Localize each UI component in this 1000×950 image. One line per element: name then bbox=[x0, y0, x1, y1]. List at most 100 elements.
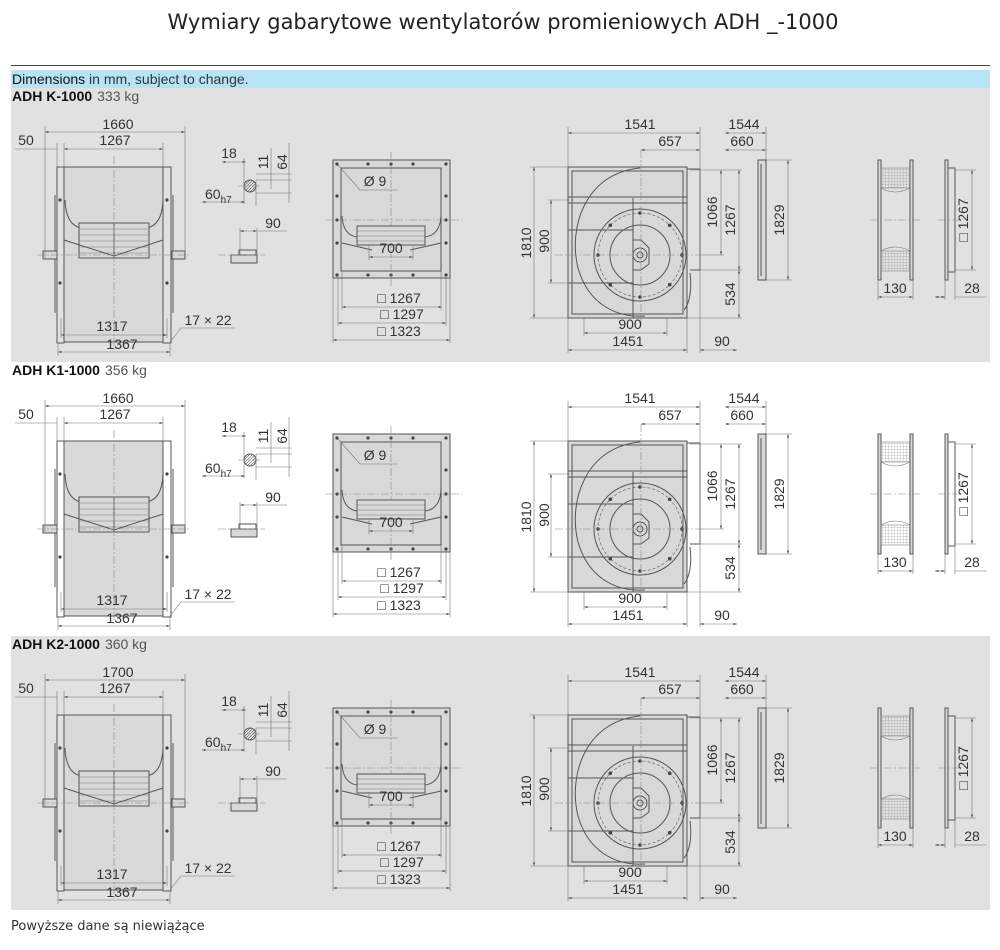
dimension-label: 11 bbox=[255, 429, 271, 444]
bolt-hole bbox=[366, 710, 370, 714]
key bbox=[238, 797, 257, 804]
dimension-label: 1267 bbox=[99, 132, 130, 148]
bolt-hole bbox=[165, 746, 169, 750]
dimension-label: 90 bbox=[265, 489, 281, 505]
outlet-plate bbox=[757, 433, 767, 555]
housing-inner bbox=[571, 718, 684, 863]
notice-rest: in mm, subject to change. bbox=[85, 71, 249, 87]
line bbox=[409, 242, 442, 251]
dimension-label: 50 bbox=[18, 680, 34, 696]
guard-mesh bbox=[880, 715, 911, 737]
bolt-hole bbox=[444, 742, 448, 746]
dimension-label: 1367 bbox=[106, 610, 137, 626]
bolt-hole bbox=[667, 556, 672, 561]
inlet-curve bbox=[341, 763, 442, 786]
dimension-label: 90 bbox=[265, 763, 281, 779]
housing-outer bbox=[567, 166, 688, 319]
dimension-label: 660 bbox=[730, 133, 754, 149]
dimension-label: □ 1267 bbox=[377, 838, 421, 854]
inlet-cone-view: 130 bbox=[870, 159, 920, 300]
dimension-label: 534 bbox=[722, 282, 738, 306]
dimension-label: 1700 bbox=[102, 664, 133, 680]
bolt-hole bbox=[444, 710, 448, 714]
dimension-label: 1317 bbox=[96, 866, 127, 882]
dimension-label: 1267 bbox=[722, 204, 738, 235]
inlet-curve bbox=[341, 215, 442, 238]
dimension-label: 64 bbox=[274, 428, 290, 444]
guard-mesh bbox=[880, 524, 911, 546]
bolt-hole bbox=[335, 710, 339, 714]
dimension-label: 900 bbox=[618, 316, 642, 332]
bolt-hole bbox=[411, 273, 415, 277]
notice-bold: Dimensions bbox=[12, 71, 86, 87]
bolt-hole bbox=[335, 194, 339, 198]
line bbox=[409, 790, 442, 799]
shaft-tolerance: h7 bbox=[221, 743, 233, 754]
bolt-hole bbox=[411, 436, 415, 440]
shaft-tolerance: h7 bbox=[221, 195, 233, 206]
cone-contour bbox=[880, 187, 911, 252]
bolt-hole bbox=[444, 468, 448, 472]
dimension-label: Ø 9 bbox=[364, 447, 387, 463]
dimension-label: 1267 bbox=[722, 752, 738, 783]
dimension-label: 90 bbox=[714, 333, 730, 349]
dimension-label: 1810 bbox=[518, 227, 534, 258]
dimensions-notice: Dimensions in mm, subject to change. bbox=[11, 70, 990, 88]
bolt-hole bbox=[366, 436, 370, 440]
inlet-curve bbox=[341, 489, 442, 512]
bolt-hole bbox=[165, 555, 169, 559]
dimension-label: 18 bbox=[221, 145, 237, 161]
scroll-contour bbox=[574, 441, 646, 591]
shaft-diameter: 60 bbox=[205, 734, 221, 750]
bolt-hole bbox=[608, 282, 613, 287]
bolt-hole bbox=[444, 547, 448, 551]
key bbox=[238, 249, 257, 256]
bolt-hole bbox=[444, 218, 448, 222]
leader-line bbox=[169, 327, 235, 343]
dimension-label: 50 bbox=[18, 406, 34, 422]
page-title: Wymiary gabarytowe wentylatorów promieni… bbox=[167, 10, 839, 34]
bolt-hole bbox=[335, 436, 339, 440]
dimension-label: 1267 bbox=[99, 406, 130, 422]
bolt-hole bbox=[366, 273, 370, 277]
bolt-hole bbox=[411, 710, 415, 714]
dimension-label: □ 1267 bbox=[377, 564, 421, 580]
flange-outer bbox=[332, 707, 451, 827]
leader-line bbox=[337, 438, 398, 465]
bolt-hole bbox=[335, 468, 339, 472]
bolt-hole bbox=[444, 241, 448, 245]
dimension-label: 534 bbox=[722, 556, 738, 580]
dimension-label: 130 bbox=[883, 280, 907, 296]
bolt-hole bbox=[366, 547, 370, 551]
bolt-hole bbox=[58, 281, 62, 285]
bolt-hole bbox=[608, 830, 613, 835]
cone-contour bbox=[880, 735, 911, 800]
shaft-end bbox=[230, 528, 258, 538]
dimension-label: 11 bbox=[255, 703, 271, 718]
dimension-label: 18 bbox=[221, 693, 237, 709]
shaft-end bbox=[230, 802, 258, 812]
shaft-tolerance: h7 bbox=[221, 469, 233, 480]
line bbox=[341, 516, 373, 525]
dimension-label: □ 1323 bbox=[377, 323, 421, 339]
bolt-hole bbox=[667, 282, 672, 287]
bolt-hole bbox=[608, 497, 613, 502]
dimension-label: □ 1297 bbox=[380, 854, 424, 870]
bolt-hole bbox=[335, 162, 339, 166]
dimension-label: 1810 bbox=[518, 501, 534, 532]
dimension-label: 900 bbox=[536, 777, 552, 801]
dimension-label: 1541 bbox=[624, 664, 655, 680]
dimension-label: 700 bbox=[379, 240, 403, 256]
dimension-label: 1829 bbox=[771, 752, 787, 783]
dimension-label: 1367 bbox=[106, 884, 137, 900]
dimension-label: 660 bbox=[730, 407, 754, 423]
dimension-label: 1829 bbox=[771, 204, 787, 235]
bolt-hole bbox=[58, 472, 62, 476]
dimension-label: 28 bbox=[964, 828, 980, 844]
dimension-label: 50 bbox=[18, 132, 34, 148]
flange-outer bbox=[332, 159, 451, 279]
